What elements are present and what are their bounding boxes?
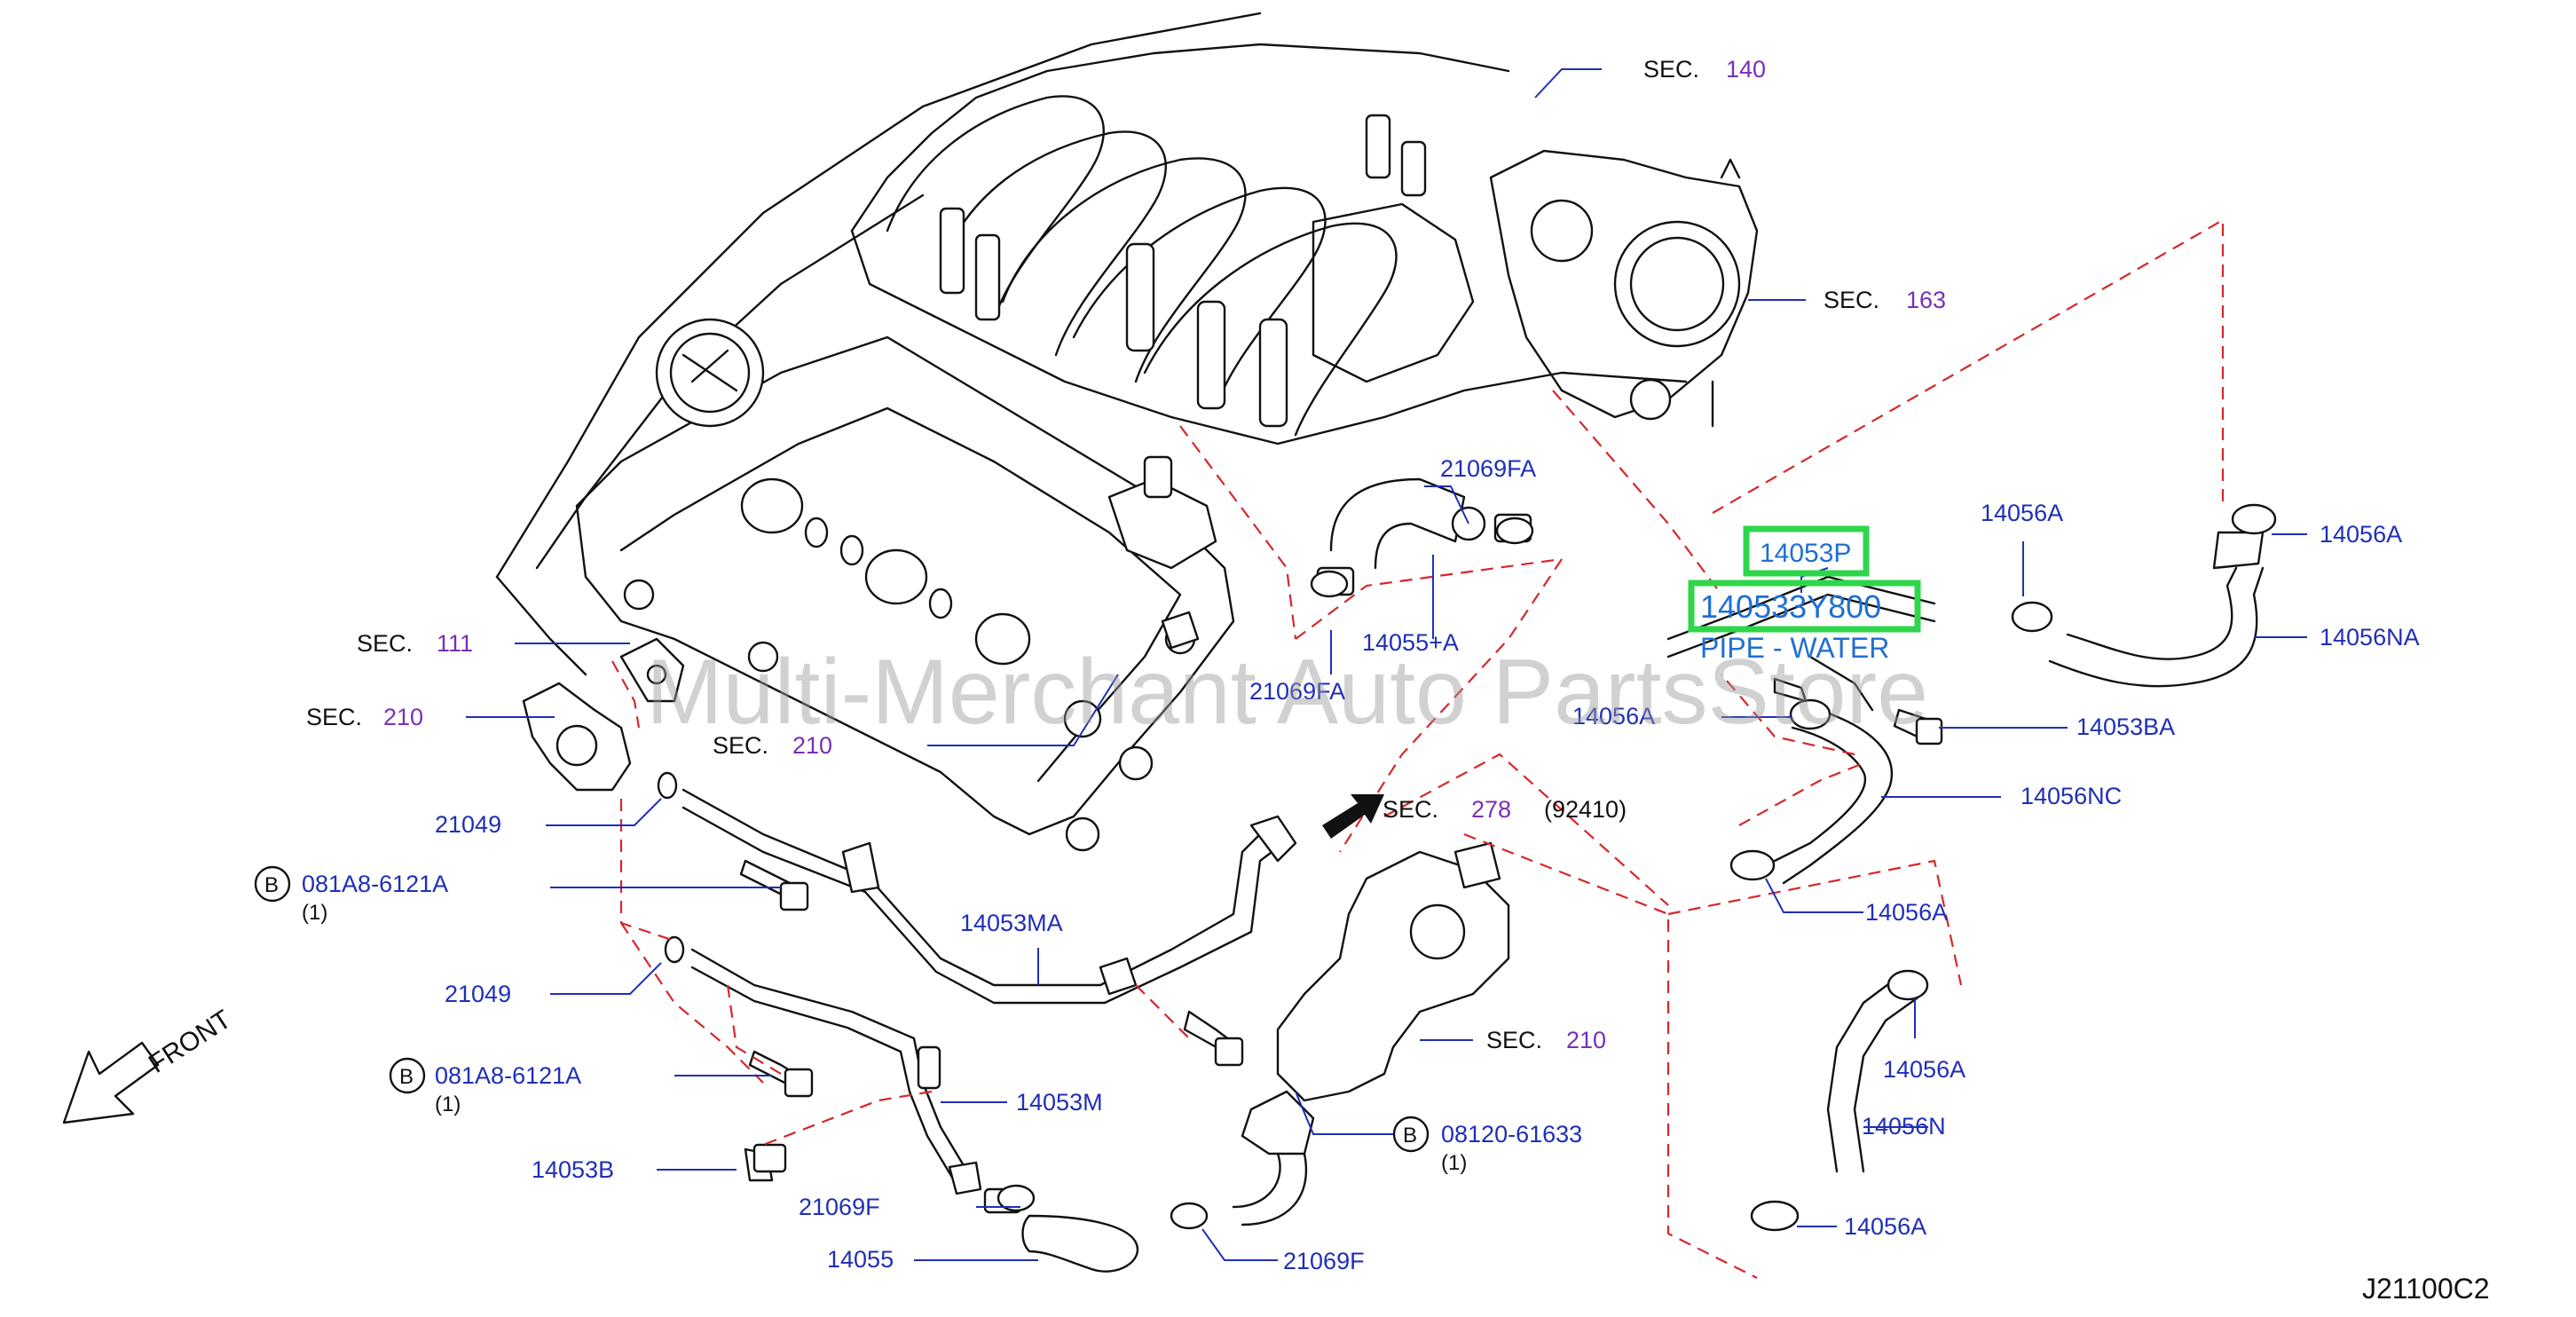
part-label[interactable]: 14053BA [2076,714,2175,740]
sec-prefix: SEC. [1643,56,1699,83]
front-label: FRONT [144,1005,237,1079]
part-label[interactable]: 14056A [1883,1056,1965,1083]
sec-number: 210 [1566,1027,1606,1053]
part-qty: (1) [1441,1151,1467,1175]
part-label[interactable]: 14055+A [1362,629,1459,656]
part-label[interactable]: 081A8-6121A [435,1062,581,1089]
part-label[interactable]: 14053B [532,1156,614,1183]
section-ref-210-center[interactable]: SEC. 210 [713,732,832,759]
highlighted-part-code[interactable]: 140533Y800 [1700,588,1881,625]
hose-14056NA [2048,531,2265,688]
water-pipe-14053P-highlighted-assembly [1666,575,1936,712]
section-ref-140[interactable]: SEC. 140 [1643,56,1766,83]
hose-14056N [1826,974,1918,1173]
part-label[interactable]: 14056A [1844,1213,1926,1240]
watermark: Multi-Merchant Auto PartsStore [646,641,1928,744]
part-label[interactable]: 14056A [1572,703,1655,729]
direction-arrow [1322,794,1384,839]
sec-number: 210 [792,732,832,759]
part-label[interactable]: 14056NC [2021,783,2122,809]
bolt-b-marker-label: B [399,1065,414,1089]
part-label[interactable]: 14056NA [2320,624,2420,651]
thermostat-housing [1232,841,1510,1226]
part-label[interactable]: 21069FA [1249,678,1345,705]
highlighted-part-description: PIPE - WATER [1700,632,1889,664]
part-label[interactable]: 21069FA [1440,455,1536,482]
sec-prefix: SEC. [1824,287,1879,313]
section-ref-163[interactable]: SEC. 163 [1824,287,1946,313]
bolt-b-marker [254,865,291,903]
sec-prefix: SEC. [1383,796,1438,823]
part-label[interactable]: 14056A [2320,521,2402,548]
assembly-guide-lines [611,218,2225,1279]
bolt-b-marker-label: B [1403,1124,1417,1147]
highlight-box-14053P [1743,525,1870,577]
sec-prefix: SEC. [1486,1027,1542,1053]
bolt-b-marker [1392,1116,1430,1153]
part-label[interactable]: 14055 [827,1246,894,1273]
section-ref-278[interactable]: SEC. 278 (92410) [1383,796,1627,823]
part-labels: 21069FA 14055+A 21069FA 21049 B 081A8-61… [254,455,2420,1274]
part-label[interactable]: 14056N [1862,1113,1946,1140]
sec-prefix: SEC. [713,732,768,759]
section-ref-111[interactable]: SEC. 111 [357,630,473,657]
sec-suffix: (92410) [1544,796,1627,823]
sec-number: 111 [437,630,473,657]
part-label[interactable]: 081A8-6121A [302,871,448,897]
part-qty: (1) [435,1092,461,1116]
sec-prefix: SEC. [357,630,413,657]
pipe-14053MA [681,788,1297,1005]
sec-number: 140 [1726,56,1766,83]
water-outlet-housing [522,637,685,792]
leader-lines [466,68,2307,1261]
highlight-box-140533Y800 [1688,580,1921,633]
section-ref-210-right[interactable]: SEC. 210 [1486,1027,1606,1053]
cylinder-head-cover [575,318,1235,852]
part-label[interactable]: 08120-61633 [1441,1121,1582,1147]
part-label[interactable]: 14056A [1865,899,1948,926]
front-arrow-icon [62,1041,160,1124]
throttle-body [1489,149,1759,428]
hose-14056NC [1773,708,1893,885]
part-label[interactable]: 14056A [1981,500,2063,526]
intake-manifold [850,43,1688,446]
bolt-b-marker-label: B [264,873,279,897]
part-label[interactable]: 21069F [1283,1248,1365,1274]
highlighted-part[interactable]: 14053P 140533Y800 PIPE - WATER [1688,525,1921,664]
part-label[interactable]: 21069F [799,1194,880,1220]
sec-prefix: SEC. [306,704,362,730]
part-label[interactable]: 14053MA [960,910,1063,936]
sec-number: 278 [1471,796,1511,823]
part-label[interactable]: 21049 [435,811,501,838]
sec-number: 163 [1906,287,1946,313]
section-ref-210-left[interactable]: SEC. 210 [306,704,423,730]
diagram-code: J21100C2 [2362,1273,2490,1305]
part-label[interactable]: 21049 [445,981,511,1007]
sec-number: 210 [383,704,423,730]
bolt-b-marker [389,1057,426,1094]
part-qty: (1) [302,901,327,925]
hose-clamps [997,503,2277,1232]
o-rings [657,771,685,964]
bolts [739,677,1943,1182]
part-label[interactable]: 14053M [1016,1089,1103,1116]
highlighted-part-number[interactable]: 14053P [1760,539,1851,568]
pipe-14053M [690,948,982,1195]
